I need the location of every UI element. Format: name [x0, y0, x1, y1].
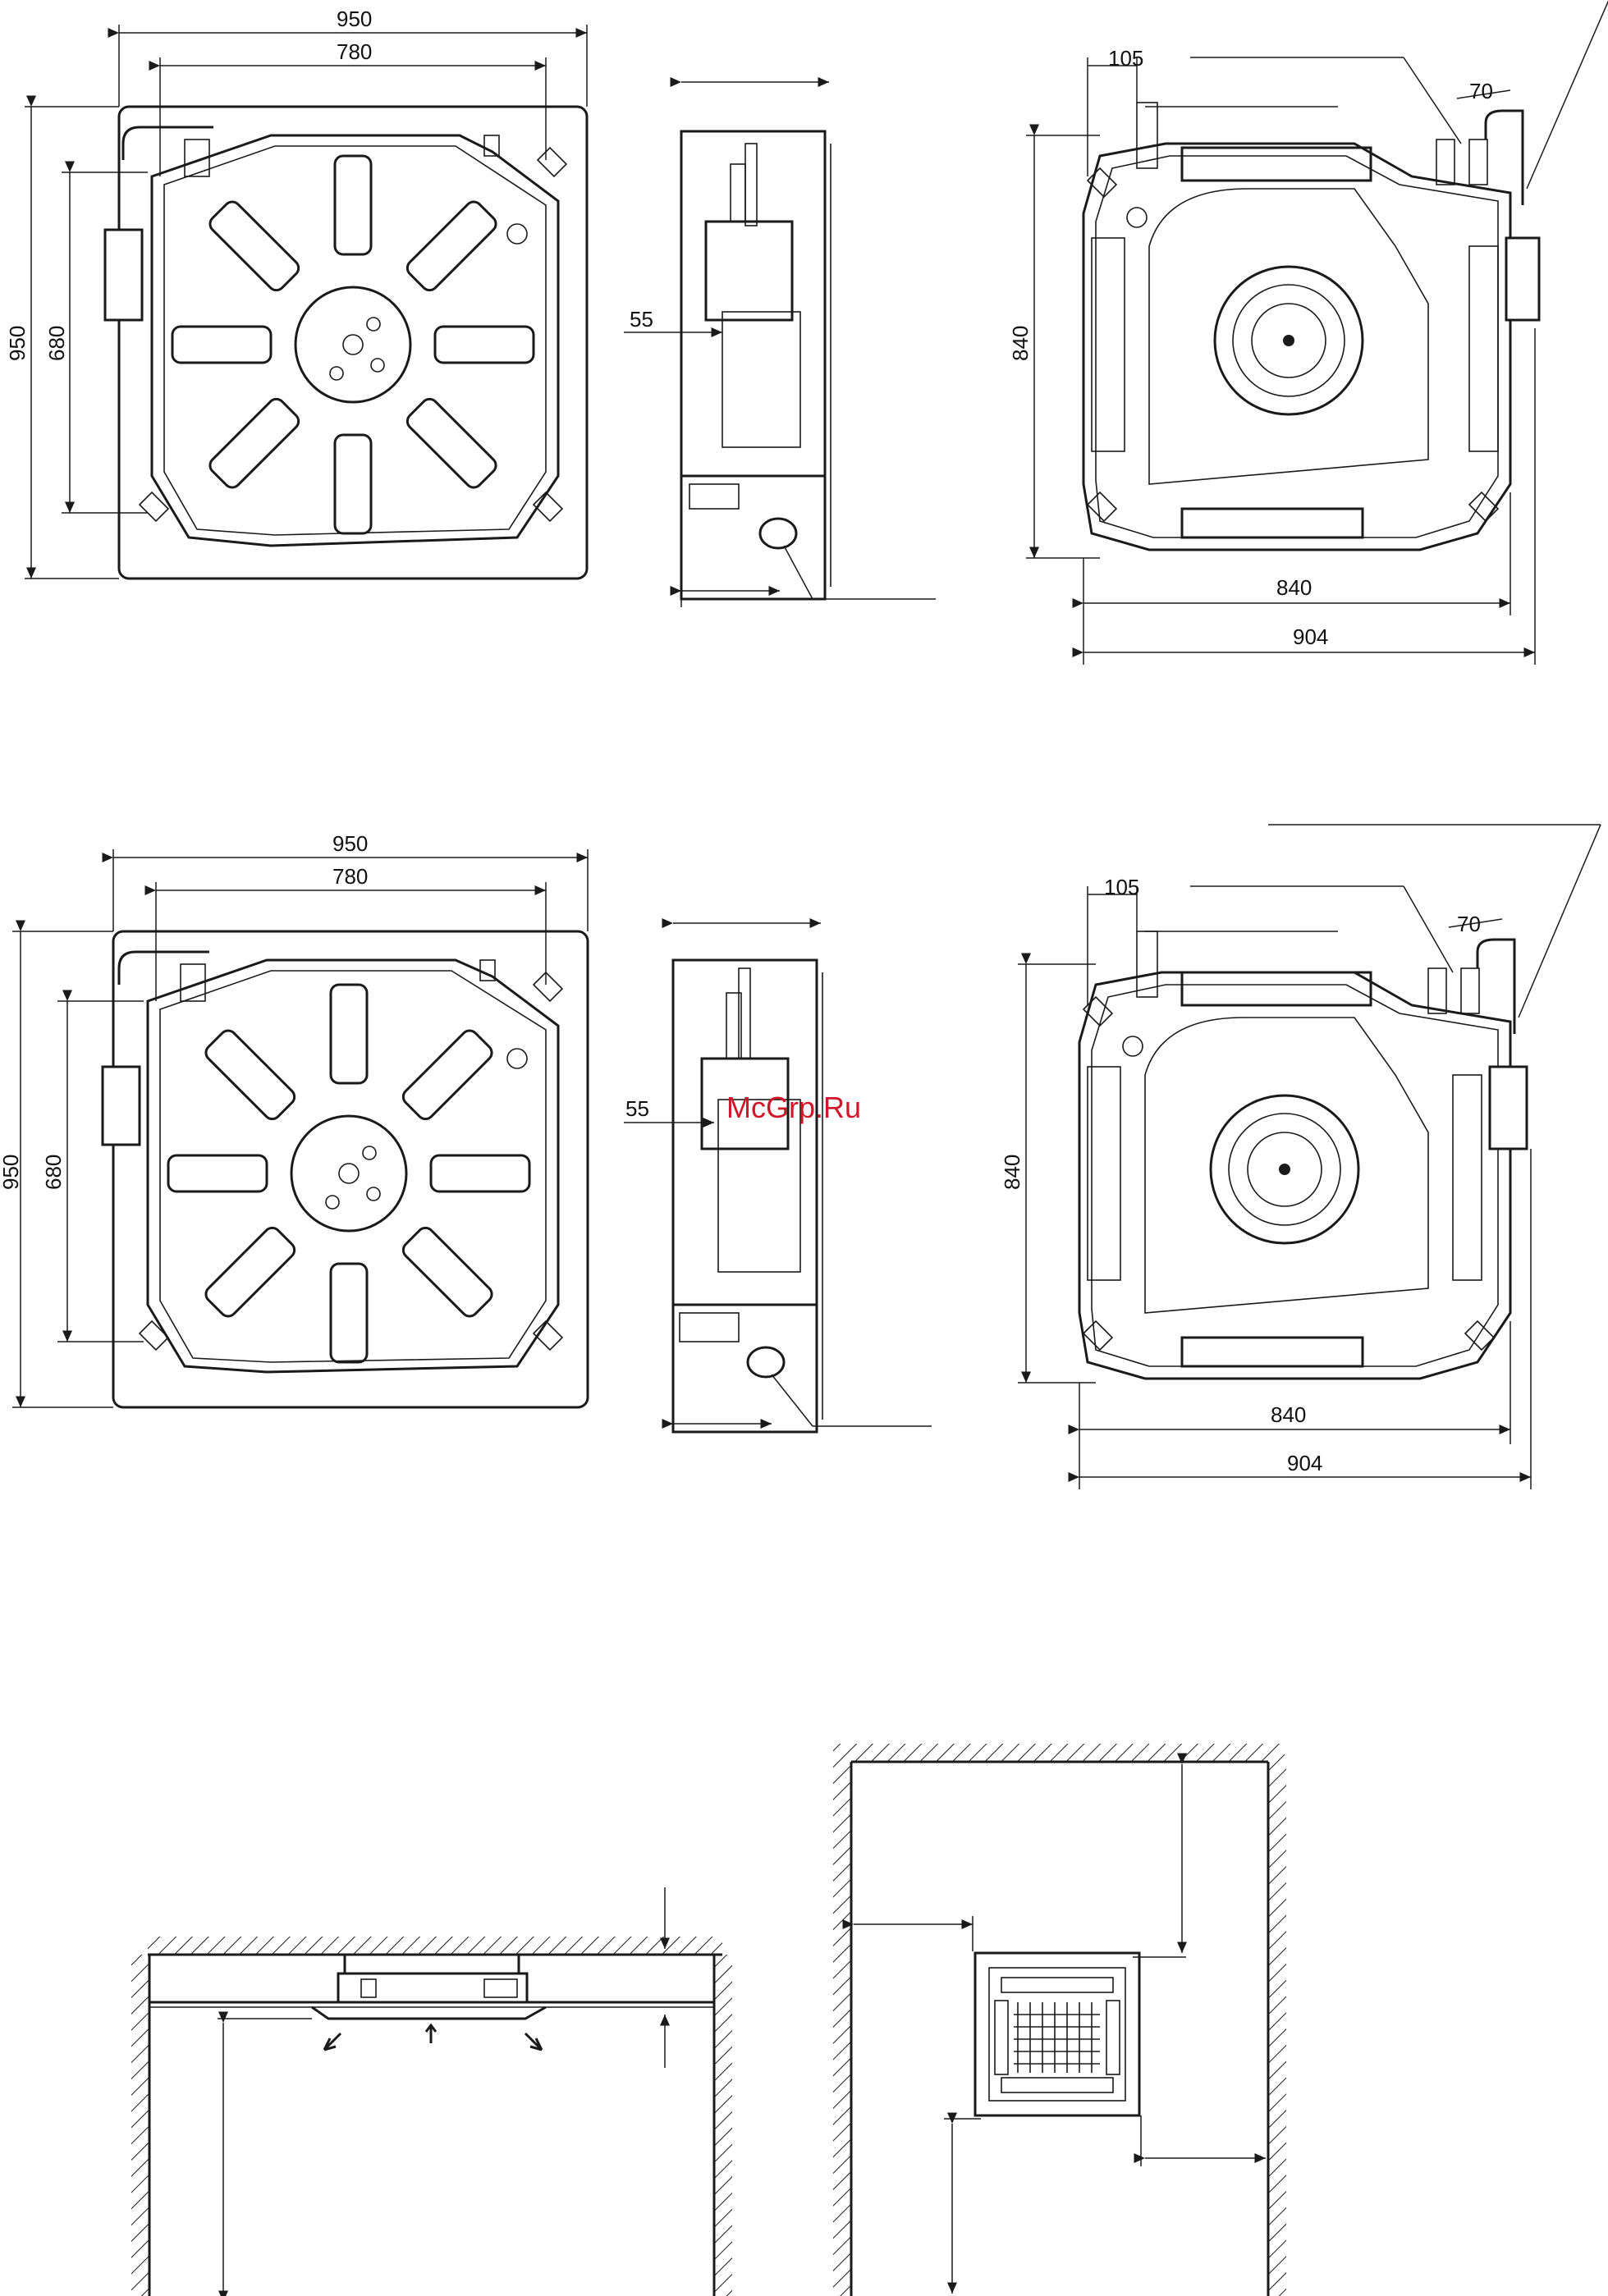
dim-55-top: 55: [630, 307, 653, 332]
dim-904-bottom: 904: [1287, 1451, 1322, 1475]
dim-780-bottom: 780: [332, 864, 368, 889]
dim-105-top: 105: [1108, 46, 1143, 71]
watermark-text: McGrp.Ru: [726, 1091, 861, 1124]
body-top-view-bottom: [1079, 931, 1527, 1379]
dim-904-top: 904: [1293, 624, 1328, 649]
dimension-lines-front-bottom: [12, 849, 588, 1407]
fan-blades-bottom: [168, 985, 529, 1362]
panel-front-view-bottom: [103, 931, 588, 1407]
dimension-lines-body-top: [1026, 0, 1608, 665]
fan-blades-top: [172, 156, 534, 533]
grille-pattern: [1014, 2002, 1100, 2073]
dim-950-width-bottom: 950: [332, 831, 368, 856]
body-top-view-top: [1083, 103, 1539, 550]
dim-780-top: 780: [337, 39, 372, 64]
room-plan-view: [833, 1744, 1286, 2296]
dim-950-height-top: 950: [5, 326, 30, 361]
dim-70-bottom: 70: [1457, 912, 1481, 936]
dim-55-bottom: 55: [625, 1096, 649, 1121]
side-view-bottom: [624, 923, 932, 1432]
dim-840-width-bottom: 840: [1271, 1402, 1306, 1427]
dim-950-height-bottom: 950: [0, 1155, 23, 1190]
dim-840-width-top: 840: [1276, 575, 1312, 600]
ceiling-section-view: [131, 1887, 732, 2296]
dim-70-top: 70: [1469, 79, 1493, 103]
dim-840-height-top: 840: [1008, 326, 1033, 361]
dimension-lines-body-bottom: [1018, 825, 1601, 1489]
dim-950-width-top: 950: [337, 7, 372, 31]
dim-840-height-bottom: 840: [1000, 1155, 1024, 1190]
dim-680-top: 680: [44, 326, 69, 361]
panel-front-view-top: [105, 107, 587, 579]
side-view-top: [624, 82, 936, 607]
dim-680-bottom: 680: [41, 1155, 66, 1190]
dim-105-bottom: 105: [1104, 875, 1139, 899]
